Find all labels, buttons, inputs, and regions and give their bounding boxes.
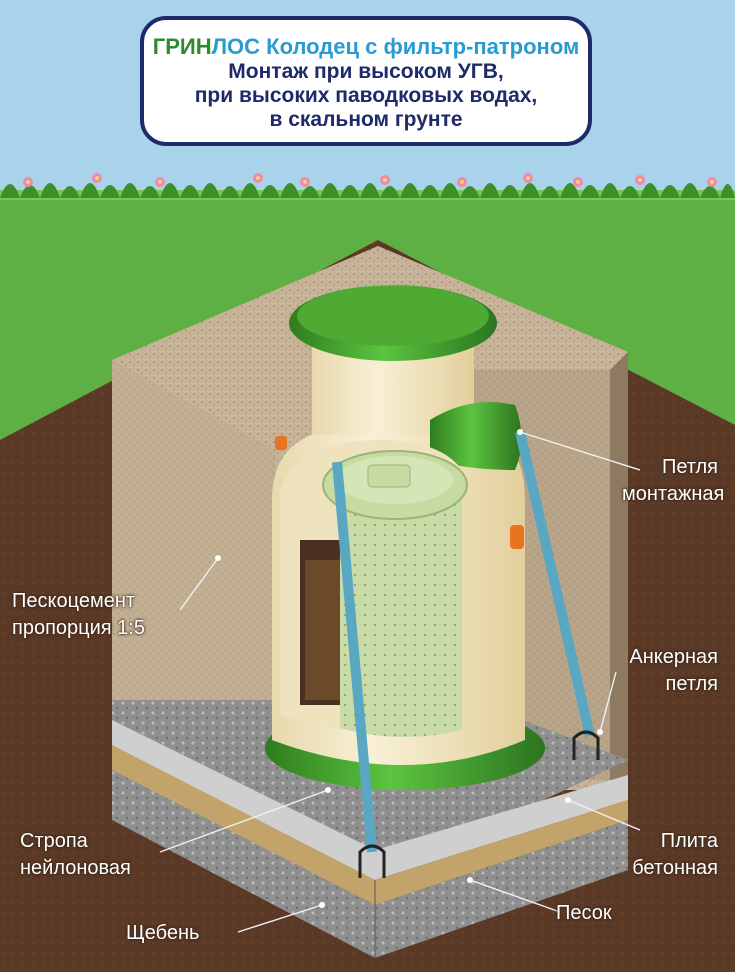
label-anchor-loop: Анкерная петля (600, 644, 718, 698)
title-box: ГРИНЛОС Колодец с фильтр-патроном Монтаж… (140, 16, 592, 146)
label-sling-line1: Стропа (20, 830, 88, 852)
leader-lines (159, 431, 641, 933)
filter-cartridge (340, 490, 462, 738)
label-anchor-line2: петля (665, 673, 718, 695)
nylon-strap-right (515, 430, 595, 738)
title-line4: в скальном грунте (269, 108, 463, 131)
label-gravel: Щебень (126, 920, 199, 947)
title-line2: Монтаж при высоком УГВ, (228, 60, 504, 83)
label-sand: Песок (556, 900, 612, 927)
product-name: Колодец с фильтр-патроном (260, 34, 580, 59)
label-slab-line2: бетонная (632, 857, 718, 879)
nylon-strap-left (332, 461, 377, 853)
outlet-pipe (510, 525, 524, 549)
concrete-slab (112, 720, 628, 880)
label-mounting-loop-line2: монтажная (622, 483, 725, 505)
gravel-layer (112, 770, 628, 958)
flower-border (0, 173, 735, 198)
label-slab-line1: Плита (660, 830, 718, 852)
label-mounting-loop: Петля монтажная (622, 454, 725, 508)
anchor-loop-right (572, 730, 600, 760)
label-sling-line2: нейлоновая (20, 857, 131, 879)
label-nylon-sling: Стропа нейлоновая (20, 828, 131, 882)
label-sandcement-line1: Пескоцемент (12, 590, 136, 612)
label-sandcement-line2: пропорция 1:5 (12, 617, 145, 639)
label-anchor-line1: Анкерная (629, 646, 718, 668)
label-sand-text: Песок (556, 902, 612, 924)
brand-blue: ЛОС (211, 34, 261, 59)
label-sandcement: Пескоцемент пропорция 1:5 (12, 588, 145, 642)
brand-green: ГРИН (152, 34, 212, 59)
title-line3: при высоких паводковых водах, (194, 84, 538, 107)
inlet-pipe (275, 436, 287, 450)
anchor-loop-left (358, 844, 386, 878)
title-line1: ГРИНЛОС Колодец с фильтр-патроном (144, 34, 588, 60)
label-concrete-slab: Плита бетонная (622, 828, 718, 882)
label-gravel-text: Щебень (126, 922, 200, 944)
label-mounting-loop-line1: Петля (661, 456, 718, 478)
